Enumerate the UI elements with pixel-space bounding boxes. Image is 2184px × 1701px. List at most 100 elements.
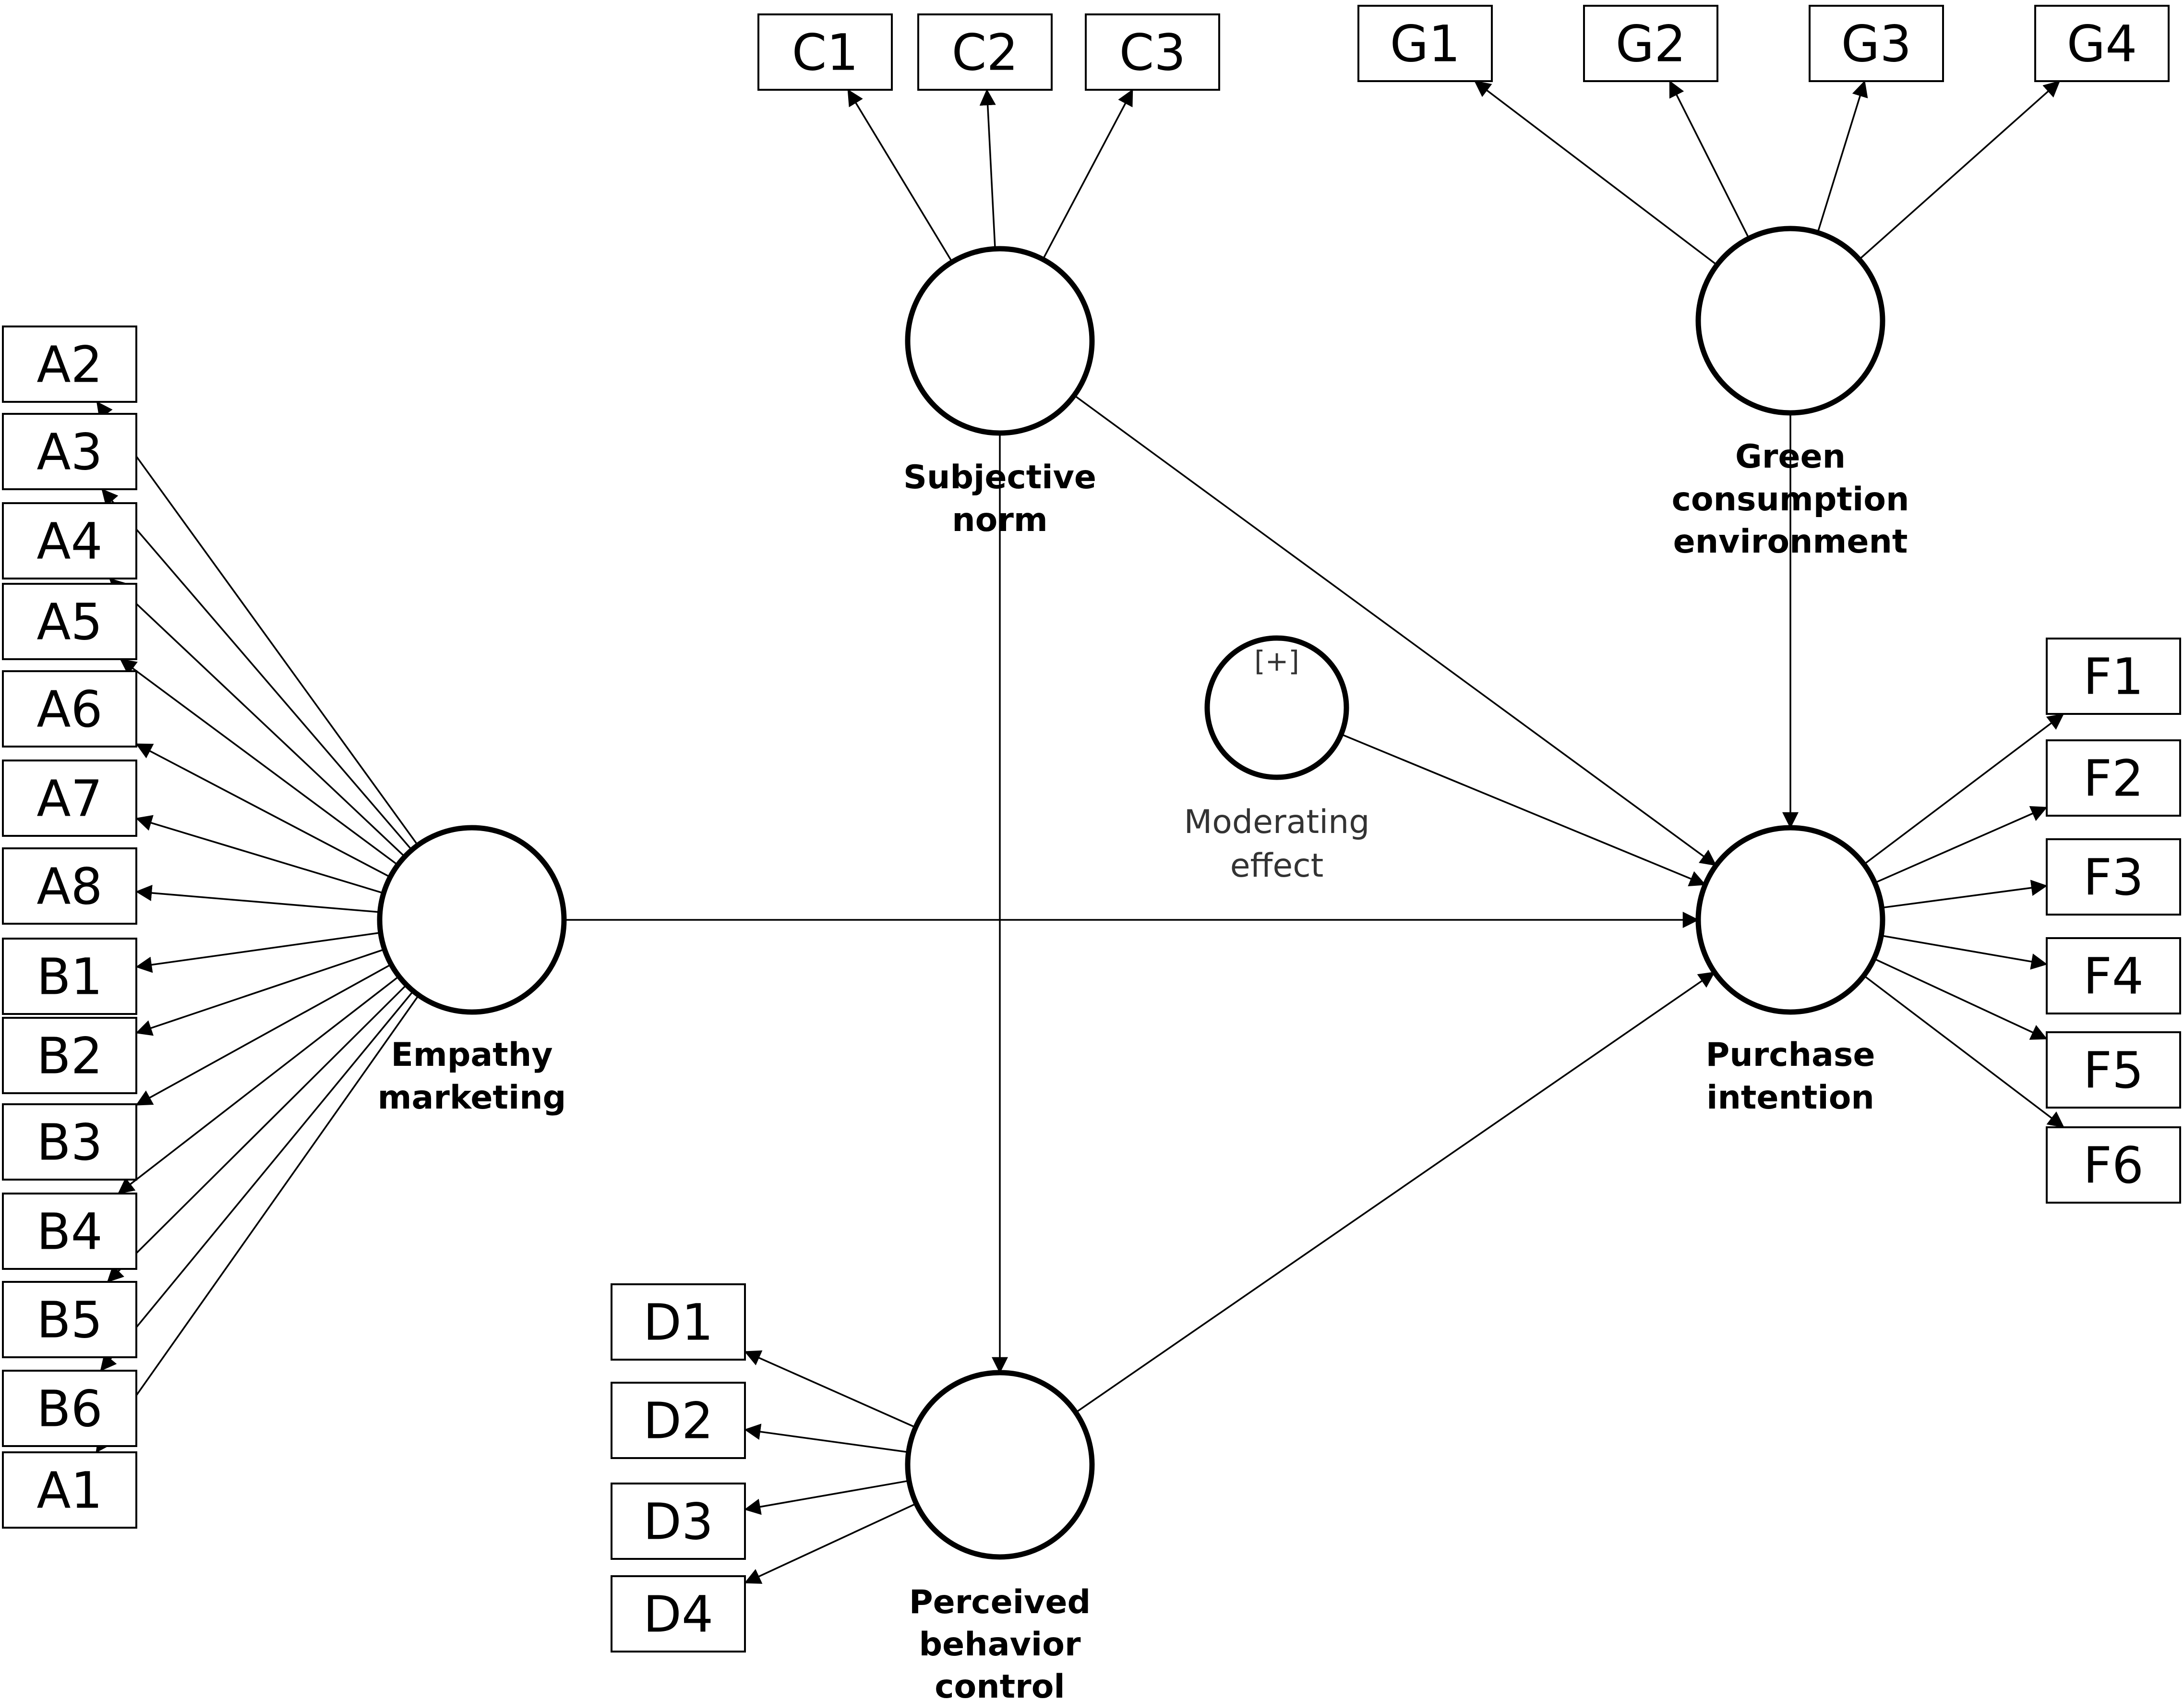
indicator-b2: B2 <box>2 1017 137 1094</box>
indicator-b6: B6 <box>2 1370 137 1447</box>
indicator-f1-box <box>2046 638 2181 715</box>
construct-green-label-line-2: consumption <box>1672 481 1909 519</box>
indicator-f6-label: F6 <box>2083 1136 2144 1195</box>
indicator-c2-label: C2 <box>952 24 1019 82</box>
indicator-a5-label: A5 <box>36 593 102 651</box>
indicator-a5-box <box>2 583 137 660</box>
indicator-d2: D2 <box>611 1382 746 1459</box>
construct-empathy-marketing-label-line-1: Empathy <box>391 1036 552 1074</box>
moderating-effect-label-line-2: effect <box>1230 847 1324 885</box>
indicator-a3-label: A3 <box>36 423 102 482</box>
indicator-d4-label: D4 <box>643 1585 713 1644</box>
loading-arrow-a2 <box>96 401 419 846</box>
loading-arrow-d4 <box>744 1503 917 1584</box>
indicator-c2: C2 <box>917 13 1053 91</box>
indicator-a6-label: A6 <box>36 680 102 739</box>
path-perceived-to-purchase <box>1075 971 1716 1413</box>
indicator-b6-box <box>2 1370 137 1447</box>
indicator-a6: A6 <box>2 670 137 748</box>
loading-arrow-f5 <box>1873 958 2048 1040</box>
indicator-a1: A1 <box>2 1451 137 1529</box>
loading-arrow-f1 <box>1863 713 2064 865</box>
indicator-a1-label: A1 <box>36 1461 102 1520</box>
indicator-a4-label: A4 <box>36 512 102 571</box>
indicator-f6-box <box>2046 1126 2181 1204</box>
indicator-f1: F1 <box>2046 638 2181 715</box>
indicator-f5-label: F5 <box>2083 1041 2144 1100</box>
indicator-a4: A4 <box>2 502 137 579</box>
loading-arrow-b2 <box>135 948 385 1036</box>
indicator-a8: A8 <box>2 847 137 925</box>
indicator-d2-box <box>611 1382 746 1459</box>
indicator-b5: B5 <box>2 1281 137 1358</box>
indicator-a6-box <box>2 670 137 748</box>
loading-arrow-b4 <box>118 976 400 1194</box>
indicator-a7: A7 <box>2 760 137 837</box>
indicator-a7-box <box>2 760 137 837</box>
indicator-a2-box <box>2 326 137 403</box>
construct-perceived-label-line-3: control <box>935 1668 1065 1701</box>
indicator-f2-label: F2 <box>2083 749 2144 808</box>
loading-arrow-f6 <box>1863 975 2064 1128</box>
indicator-g1-label: G1 <box>1390 15 1461 73</box>
indicator-f4-box <box>2046 937 2181 1014</box>
loading-arrow-b5 <box>107 984 408 1283</box>
indicator-c3-label: C3 <box>1119 24 1186 82</box>
path-subjective-to-purchase <box>1073 395 1717 866</box>
indicator-c1: C1 <box>757 13 893 91</box>
indicator-b4-box <box>2 1193 137 1270</box>
indicator-g4: G4 <box>2034 5 2170 82</box>
indicator-b5-box <box>2 1281 137 1358</box>
indicator-g1: G1 <box>1357 5 1493 82</box>
loading-arrow-g1 <box>1474 80 1718 266</box>
indicator-b2-label: B2 <box>36 1027 103 1086</box>
indicator-d2-label: D2 <box>643 1392 713 1450</box>
loading-arrow-a5 <box>120 658 398 866</box>
indicator-b4: B4 <box>2 1193 137 1270</box>
indicator-f1-label: F1 <box>2083 648 2144 706</box>
indicator-a1-box <box>2 1451 137 1529</box>
indicator-a8-label: A8 <box>36 857 102 916</box>
path-moderator-to-purchase <box>1341 733 1706 887</box>
loading-arrow-a3 <box>101 488 413 851</box>
indicator-b3: B3 <box>2 1103 137 1181</box>
construct-perceived-behavior-control: Perceived behavior control <box>905 1370 1095 1701</box>
loading-arrow-g4 <box>1859 80 2061 260</box>
indicator-a5: A5 <box>2 583 137 660</box>
indicator-d3-label: D3 <box>643 1493 713 1551</box>
moderating-effect: [+] Moderating effect <box>1184 635 1369 885</box>
indicator-b1-label: B1 <box>36 948 103 1006</box>
indicator-a4-box <box>2 502 137 579</box>
loading-arrow-c2 <box>979 89 996 249</box>
loading-arrow-f3 <box>1882 880 2048 909</box>
construct-green-consumption-environment-circle <box>1695 226 1885 416</box>
indicator-a7-label: A7 <box>36 770 102 828</box>
loading-arrow-b6 <box>100 990 414 1372</box>
indicator-g2: G2 <box>1583 5 1718 82</box>
indicator-d3: D3 <box>611 1483 746 1560</box>
loading-arrow-f2 <box>1874 806 2048 884</box>
indicator-b3-box <box>2 1103 137 1181</box>
construct-subjective-norm: Subjective norm <box>903 246 1096 539</box>
construct-purchase-intention-label-line-2: intention <box>1706 1079 1874 1117</box>
indicator-f6: F6 <box>2046 1126 2181 1204</box>
moderating-effect-plus-mark: [+] <box>1254 645 1299 677</box>
indicator-a2-label: A2 <box>36 336 102 394</box>
construct-subjective-norm-label-line-1: Subjective <box>903 458 1096 496</box>
indicator-f4: F4 <box>2046 937 2181 1014</box>
indicator-g2-label: G2 <box>1616 15 1686 73</box>
indicator-d1-box <box>611 1283 746 1361</box>
indicator-b1-box <box>2 938 137 1015</box>
construct-green-consumption-environment: Green consumption environment <box>1672 226 1909 561</box>
indicator-g4-box <box>2034 5 2170 82</box>
loading-arrow-d3 <box>744 1480 910 1515</box>
indicator-b3-label: B3 <box>36 1113 103 1172</box>
loading-arrow-b1 <box>135 931 381 973</box>
loading-arrow-a7 <box>135 815 384 894</box>
indicator-f3: F3 <box>2046 838 2181 916</box>
indicator-d1: D1 <box>611 1283 746 1361</box>
construct-purchase-intention-circle <box>1695 825 1885 1015</box>
construct-purchase-intention: Purchase intention <box>1695 825 1885 1117</box>
